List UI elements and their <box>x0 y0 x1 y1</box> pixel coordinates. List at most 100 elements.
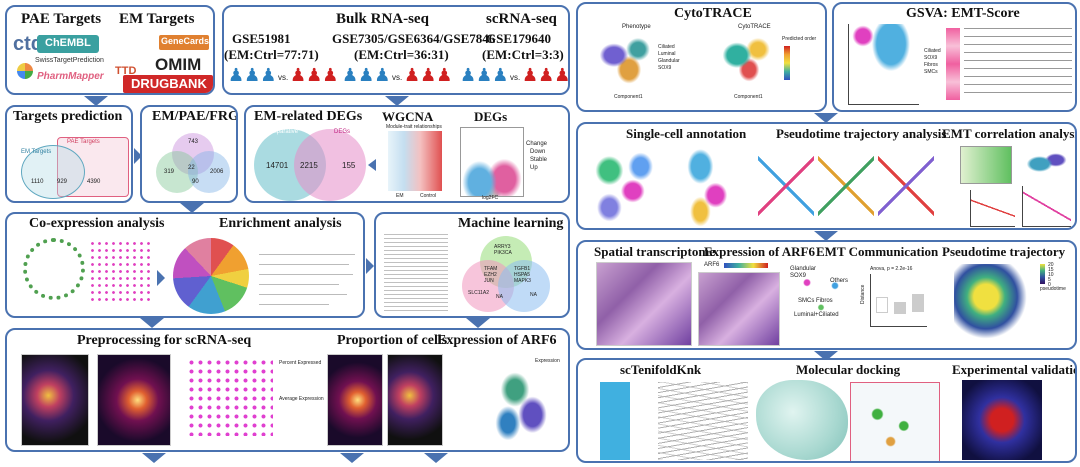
corr-matrix <box>89 240 153 304</box>
arf6-gene-label: ARF6 <box>704 262 719 268</box>
venn-n5: 2006 <box>210 169 223 175</box>
emt-corr-plot-1 <box>960 146 1012 184</box>
wgcna-x1: EM <box>396 193 404 199</box>
n-929: 929 <box>57 179 67 185</box>
gsva-umap <box>848 24 919 105</box>
enrich-title: Enrichment analysis <box>219 216 342 232</box>
ptraj-colorbar <box>1040 264 1045 284</box>
people-icons-2: ♟♟♟ <box>290 65 338 86</box>
gse1-label: GSE51981 <box>232 31 291 47</box>
cyto-leg1: Ciliated <box>658 44 675 50</box>
spatial-panel: Spatial transcriptome Expression of ARF6… <box>576 240 1077 350</box>
deg-n-left: 14701 <box>266 161 288 170</box>
gse2-ratio: (EM:Ctrl=36:31) <box>354 47 449 63</box>
degs-leg3: Up <box>530 165 538 171</box>
arrow-down <box>340 453 364 463</box>
legend-row <box>259 264 349 265</box>
legend-row <box>259 294 347 295</box>
emt-l4: SMCs Fibros <box>798 298 833 304</box>
degs-title: DEGs <box>474 109 507 125</box>
ptraj-t5: 0 <box>1048 282 1051 288</box>
tenifold-network <box>658 382 748 460</box>
ml-title: Machine learning <box>458 216 563 232</box>
anno-umap-2 <box>670 146 746 228</box>
umap-dark-1 <box>21 354 89 446</box>
wgcna-heatmap <box>388 131 442 191</box>
docking-zoom <box>850 382 940 462</box>
em-targets-label: EM Targets <box>21 149 51 155</box>
targets-prediction-title: Targets prediction <box>13 109 122 125</box>
trajectory-3 <box>878 154 934 218</box>
chord-diagram <box>173 238 249 314</box>
pae-targets-label: PAE Targets <box>67 139 100 145</box>
cyto-legend-title: Predicted order <box>782 36 816 42</box>
ml-panel: Machine learning ARRY3 PIK3CA TFAM EZH2 … <box>374 212 570 318</box>
scrna-title: scRNA-seq <box>486 11 557 28</box>
deg-n-right: 155 <box>342 161 355 170</box>
emt-l5: Luminal+Ciliated <box>794 312 839 318</box>
n-1110: 1110 <box>31 179 43 185</box>
arrow-down <box>466 318 490 328</box>
deg-right-label: DEGs <box>334 129 350 135</box>
pharm-label: PharmMapper <box>37 71 104 82</box>
spatial-arf6-title: Expression of ARF6 <box>704 244 815 260</box>
people-icons-6: ♟♟♟ <box>522 65 570 86</box>
cyto-leg3: Glandular <box>658 58 680 64</box>
trajectory-1 <box>758 154 814 218</box>
cyto-xlabel-2: Component1 <box>734 94 763 100</box>
ml-g10: NA <box>496 294 503 300</box>
emt-corr-scatter-2 <box>1022 186 1071 227</box>
arrow-down <box>424 453 448 463</box>
gse1-ratio: (EM:Ctrl=77:71) <box>224 47 319 63</box>
degs-leg1: Down <box>530 149 545 155</box>
arf6-umap <box>487 356 557 440</box>
ml-g2: PIK3CA <box>494 250 512 256</box>
gse2-label: GSE7305/GSE6364/GSE7846 <box>332 31 495 47</box>
gsva-leg3: Fibros <box>924 62 938 68</box>
arf6-legend: Expression <box>535 358 560 364</box>
cyto-leg4: SOX9 <box>658 65 671 71</box>
venn-circle-c <box>188 151 230 193</box>
people-icons-4: ♟♟♟ <box>404 65 452 86</box>
spatial-tissue-2 <box>698 272 780 346</box>
wgcna-x2: Control <box>420 193 436 199</box>
scrna-bottom-panel: Preprocessing for scRNA-seq Proportion o… <box>5 328 570 452</box>
spatial-title: Spatial transcriptome <box>594 244 715 260</box>
legend-row <box>259 254 355 255</box>
ml-g11: NA <box>530 292 537 298</box>
venn-n1: 743 <box>188 139 198 145</box>
tenifold-title: scTenifoldKnk <box>620 362 701 378</box>
venn-n3: 22 <box>188 165 195 171</box>
swiss-label: SwissTargetPrediction <box>35 57 104 64</box>
arrow-left <box>368 159 376 171</box>
emt-l3: Others <box>830 278 848 284</box>
venn-n2: 319 <box>164 169 174 175</box>
legend-row <box>259 304 329 305</box>
ml-g5: JUN <box>484 278 494 284</box>
dotplot-leg2: Average Expression <box>279 396 324 402</box>
pae-targets-title: PAE Targets <box>21 11 101 28</box>
scrna-gse: GSE179640 <box>486 31 551 47</box>
drugbank-label: DRUGBANK <box>131 76 207 91</box>
prop-umap-2 <box>387 354 443 446</box>
dotplot <box>187 358 273 436</box>
degs-xlabel: log2FC <box>482 195 498 201</box>
docking-title: Molecular docking <box>796 362 900 378</box>
gsva-leg4: SMCs <box>924 69 938 75</box>
ptraj-title: Pseudotime trajectory <box>942 244 1065 260</box>
volcano-plot <box>460 127 524 197</box>
gsva-leg1: Ciliated <box>924 48 941 54</box>
trajectory-2 <box>818 154 874 218</box>
prop-title: Proportion of cells <box>337 333 447 349</box>
degs-leg2: Stable <box>530 157 547 163</box>
em-pae-frg-panel: EM/PAE/FRG 743 319 22 90 2006 <box>140 105 238 203</box>
ml-g8: MAPK3 <box>514 278 531 284</box>
people-icons-3: ♟♟♟ <box>342 65 390 86</box>
prep-title: Preprocessing for scRNA-seq <box>77 333 251 349</box>
spatial-tissue-1 <box>596 262 692 346</box>
omim-label: OMIM <box>155 55 201 75</box>
arrow-right <box>157 270 165 286</box>
arrow-right <box>366 258 374 274</box>
emt-stat: Anova, p = 2.2e-16 <box>870 266 912 272</box>
rnaseq-panel: Bulk RNA-seq scRNA-seq GSE51981 (EM:Ctrl… <box>222 5 570 95</box>
